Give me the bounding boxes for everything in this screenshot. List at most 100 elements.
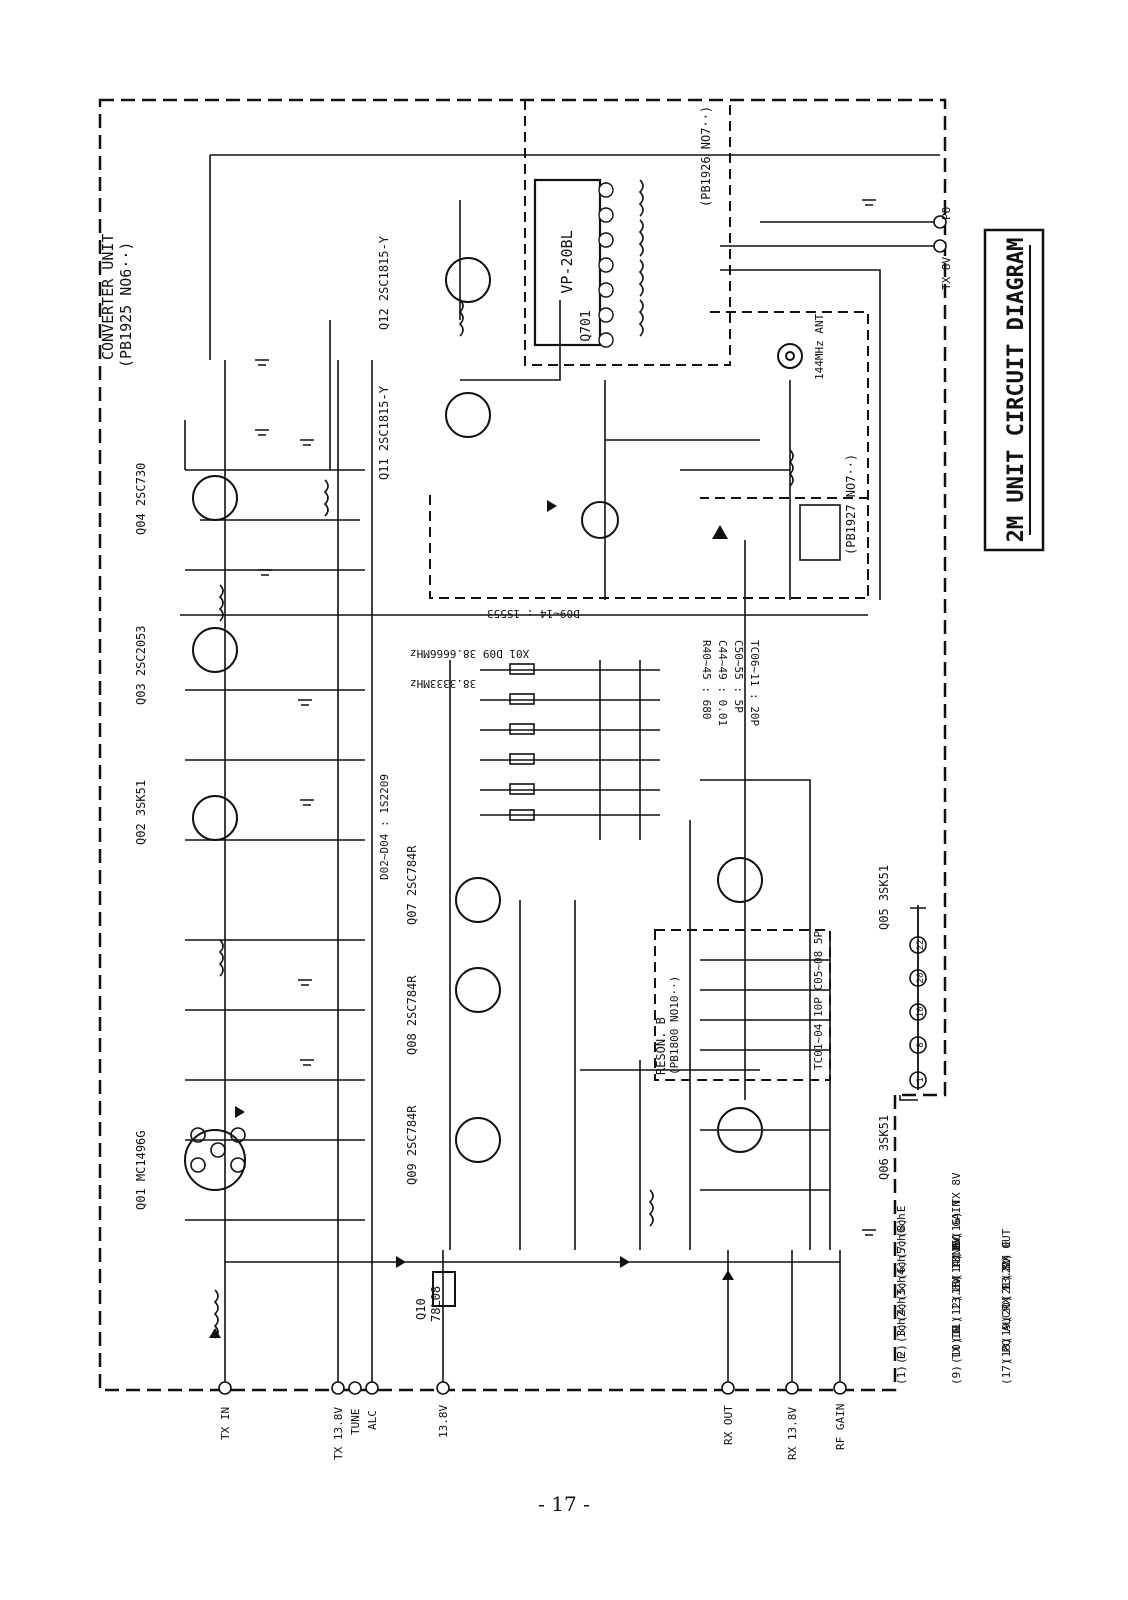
module-ref: Q701 [579,310,594,341]
q08-label: Q08 2SC784R [405,975,419,1055]
note-tc-values: TC06~11 : 20P [748,640,761,726]
legend-pin-label: 4ch [895,1255,908,1275]
terminal-po: PO [940,207,953,220]
legend-pin-number: (2) [895,1344,908,1364]
connector-pin-1: 1 [916,1077,926,1082]
legend-entry: (3)2ch [895,1297,908,1343]
converter-unit-label: CONVERTER UNIT [99,234,117,360]
q06-label: Q06 3SK51 [877,1115,891,1180]
legend-entry: (17) PO [1000,1339,1013,1385]
q01-ic [190,1127,246,1173]
legend-entry: (4)3ch [895,1276,908,1322]
legend-pin-number: (14) [950,1254,963,1281]
module-pins [598,182,614,348]
legend-entry: (16) TX 8V [950,1172,963,1238]
legend-pin-number: (1) [895,1365,908,1385]
wiring [180,154,940,1385]
legend-pin-label: 1ch [895,1318,908,1338]
note-crystal-2: 38.3333MHz [410,677,476,690]
title: 2M UNIT CIRCUIT DIAGRAM [1004,238,1029,543]
legend-pin-label: PO [1000,1339,1013,1352]
legend-pin-number: (3) [895,1323,908,1343]
legend-entry: (6)5ch [895,1234,908,1280]
connector-pin-chain [909,907,927,1090]
reson-board-label: (PB1800 NO10··) [668,976,681,1075]
ant-board-boundary [710,311,869,598]
legend-pin-label: TX 8V [950,1172,963,1205]
ground-marks [255,199,876,1236]
legend-entry: (12) TX 13.8V [950,1236,963,1322]
legend-pin-label: E [895,1206,908,1213]
legend-pin-label: E [1000,1241,1013,1248]
note-d09-d14: D09~14 : 1S553 [487,607,580,620]
legend-pin-number: (22) [1000,1254,1013,1281]
q11-label: Q11 2SC1815-Y [377,385,391,480]
note-r-values: R40~45 : 680 [700,640,713,719]
legend-pin-number: (15) [950,1233,963,1260]
legend-pin-label: 5ch [895,1234,908,1254]
terminal-tune: TUNE [349,1409,362,1436]
legend-pin-number: (13) [950,1275,963,1302]
legend-pin-number: (5) [895,1281,908,1301]
legend-pin-label: ALC [1000,1312,1013,1332]
q07-label: Q07 2SC784R [405,845,419,925]
legend-entry: (2)1ch [895,1318,908,1364]
legend-pin-label: TX IN [950,1326,963,1359]
legend-entry: (9) TX IN [950,1326,963,1385]
legend-pin-number: (16) [950,1212,963,1239]
legend-entry: (15)GAIN [950,1200,963,1259]
legend-pin-label: TX 13.8V [950,1236,963,1289]
legend-pin-number: (4) [895,1302,908,1322]
connector-pin-10: 10 [916,1007,926,1018]
connector-pin-8: 8 [916,1042,926,1047]
reson-b-label: RESON. B [654,1017,668,1075]
legend-pin-number: (17) [1000,1359,1013,1386]
transistor-symbols [184,257,763,1191]
legend-pin-label: E [1000,1283,1013,1290]
legend-entry: (20)E [1000,1283,1013,1322]
legend-entry: (18) ALC [1000,1312,1013,1364]
legend-entry: (1)E [895,1353,908,1386]
terminal-13v8: 13.8V [437,1405,450,1438]
terminal-rf-gain: RF GAIN [834,1404,847,1450]
legend-pin-label: 6ch [895,1213,908,1233]
legend-pin-label: NC [950,1234,963,1247]
transistor-labels: Q01 MC1496G Q02 3SK51 Q03 2SC2053 Q04 2S… [134,235,891,1322]
terminal-alc: ALC [366,1410,379,1430]
legend-pin-label: 2ch [895,1297,908,1317]
legend-pin-number: (10) [950,1338,963,1365]
notes: D02~D04 : 1S2209 D09~14 : 1S553 X01 D09 … [378,313,826,1070]
legend-entry: (22) E [1000,1241,1013,1280]
vp-board-boundary [524,100,731,366]
q10-ref-label: Q10 [414,1298,428,1320]
page-number: - 17 - [538,1492,590,1516]
connector-pin-20: 20 [916,973,926,984]
q04-label: Q04 2SC730 [134,463,148,535]
legend-pin-number: (18) [1000,1338,1013,1365]
terminal-tx-in: TX IN [219,1407,232,1440]
legend-pin-number: (21) [1000,1275,1013,1302]
oscillator-boundary [429,495,869,599]
crystal-symbols [509,663,535,821]
legend-pin-number: (12) [950,1296,963,1323]
q10-regulator [432,1271,456,1307]
legend-entry: (10) E [950,1325,963,1364]
legend-entry: (21) RX OUT [1000,1228,1013,1301]
legend-pin-label: RX OUT [1000,1228,1013,1268]
module-label: VP-20BL [558,230,576,293]
connector-pin-22: 22 [916,940,926,951]
legend-pin-number: (6) [895,1260,908,1280]
legend-pin-label: 13.8V [950,1277,963,1310]
reson-board-boundary [654,929,831,1081]
legend-pin-number: (9) [950,1365,963,1385]
legend-pin-label: RX 13.8V [1000,1257,1013,1310]
q03-label: Q03 2SC2053 [134,626,148,706]
relay-box [799,504,841,561]
legend-pin-label: E [950,1325,963,1332]
q12-label: Q12 2SC1815-Y [377,235,391,330]
legend-entry: (14) NC [950,1234,963,1280]
legend-pin-label: TUNE [950,1242,963,1269]
vp-board-label: (PB1926 NO7··) [699,106,713,207]
pin-legend: (1)E(2)1ch(3)2ch(4)3ch(5)4ch(6)5ch(7)6ch… [895,1172,1013,1385]
